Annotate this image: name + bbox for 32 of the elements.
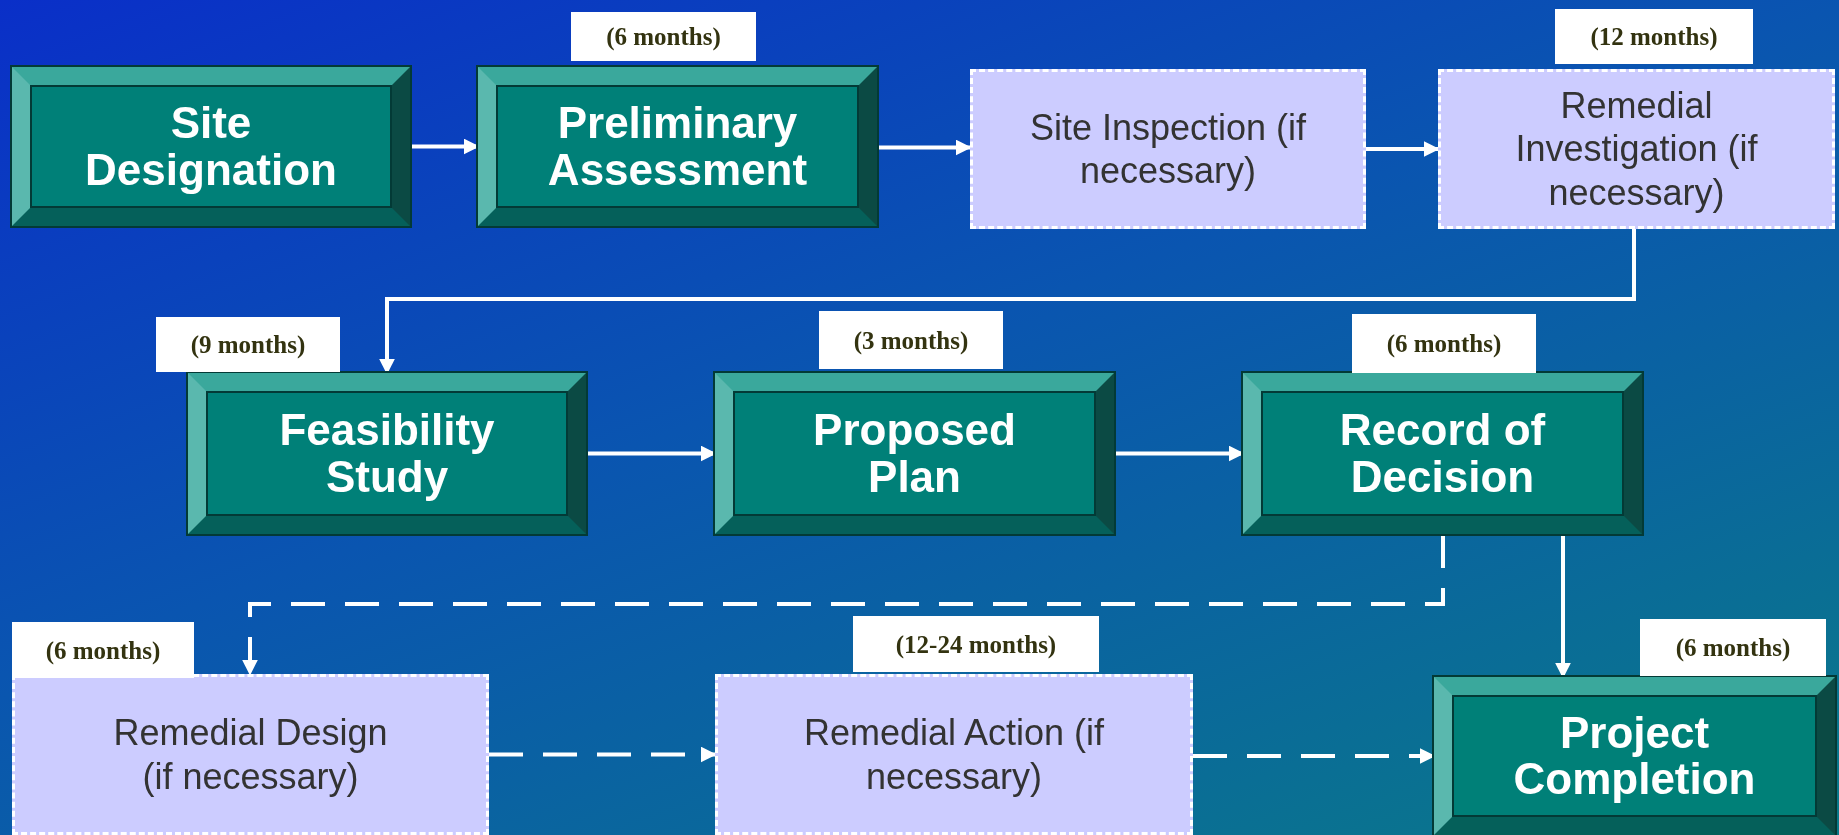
- duration-label: (6 months): [1640, 619, 1826, 676]
- arrow: [242, 534, 1445, 676]
- step-title: Preliminary Assessment: [546, 100, 809, 193]
- step-title: Remedial Action (if necessary): [802, 711, 1106, 798]
- duration-label: (12 months): [1555, 9, 1753, 64]
- duration-label: (3 months): [819, 311, 1003, 369]
- beveled-process-box: [478, 67, 877, 226]
- step-title: Remedial Investigation (if necessary): [1514, 84, 1759, 214]
- step-title: Remedial Design (if necessary): [112, 711, 389, 798]
- beveled-process-box: [12, 67, 410, 226]
- arrow: [877, 139, 972, 156]
- step-title: Project Completion: [1512, 709, 1757, 803]
- step-title: Record of Decision: [1338, 407, 1547, 500]
- dashed-process-box: [970, 69, 1366, 229]
- duration-label: (12-24 months): [853, 616, 1099, 672]
- step-title: Feasibility Study: [278, 407, 496, 500]
- duration-label: (9 months): [156, 317, 340, 372]
- duration-label: (6 months): [1352, 314, 1536, 373]
- beveled-process-box: [1434, 677, 1835, 835]
- beveled-process-box: [1243, 373, 1642, 534]
- beveled-process-box: [188, 373, 586, 534]
- arrow: [1366, 141, 1440, 157]
- step-title: Site Inspection (if necessary): [1028, 105, 1308, 193]
- step-title: Site Designation: [84, 100, 338, 193]
- dashed-process-box: [715, 674, 1193, 835]
- step-title: Proposed Plan: [812, 407, 1017, 500]
- duration-label: (6 months): [571, 12, 756, 61]
- arrow: [489, 746, 717, 763]
- dashed-process-box: [12, 674, 489, 835]
- duration-label: (6 months): [12, 622, 194, 678]
- beveled-process-box: [715, 373, 1114, 534]
- dashed-process-box: [1438, 69, 1835, 229]
